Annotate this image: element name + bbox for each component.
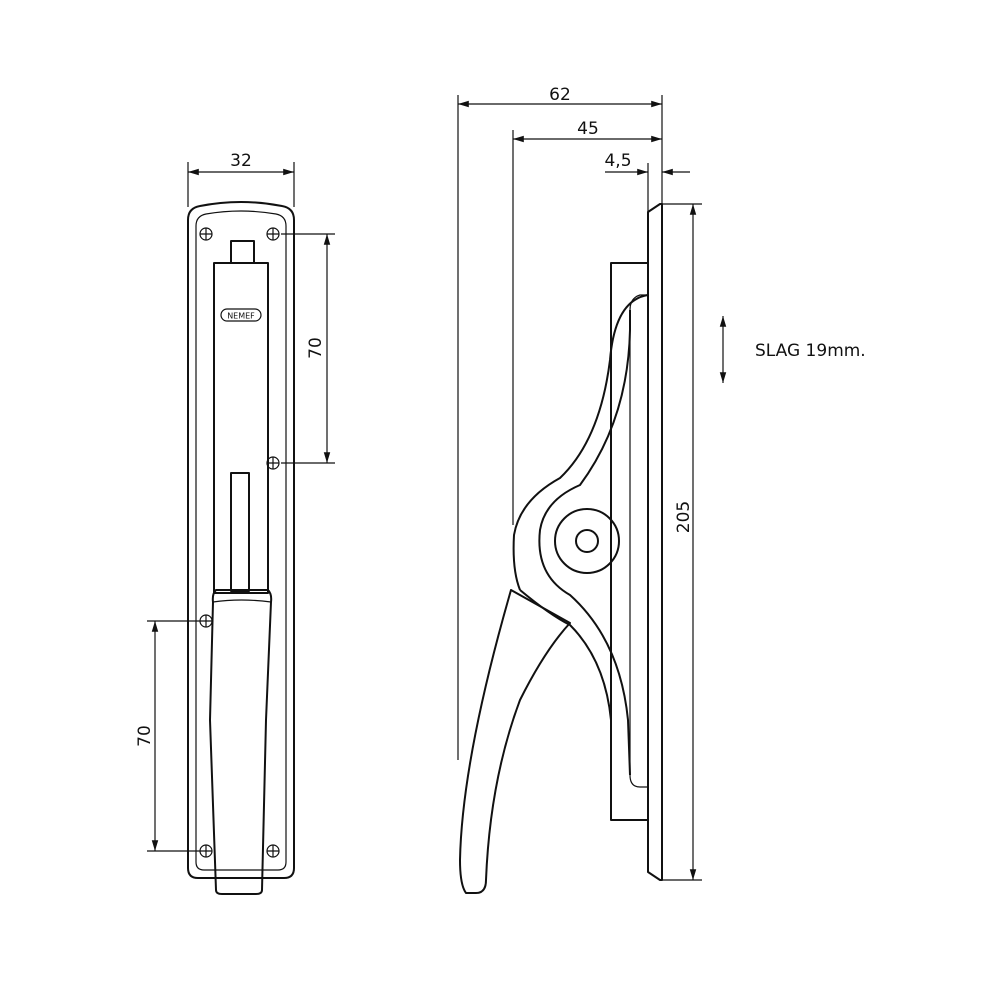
mounting-slot (629, 294, 648, 788)
handle-edge (212, 599, 272, 603)
dimension-overall-depth: 62 (457, 85, 663, 760)
dimension-hole-spacing-top: 70 (281, 233, 335, 464)
dimension-label: 70 (135, 725, 155, 747)
screw-hole-icon (199, 614, 213, 628)
stroke-label: SLAG 19mm. (755, 341, 866, 361)
back-plate (647, 203, 663, 881)
handle-side (459, 589, 571, 894)
bolt-top-block (230, 240, 255, 264)
screw-hole-icon (199, 227, 213, 241)
screw-hole-icon (199, 844, 213, 858)
dimension-width: 32 (187, 151, 295, 207)
pivot-boss (554, 508, 620, 574)
logo-text: NEMEF (227, 312, 255, 321)
dimension-label: 45 (577, 119, 599, 139)
mounting-plate (610, 262, 649, 821)
dimension-plate-thickness: 4,5 (604, 151, 690, 212)
dimension-label: 4,5 (604, 151, 631, 171)
lever-arm-outer (512, 294, 649, 591)
dimension-label: 62 (549, 85, 571, 105)
lever-arm-lower (519, 589, 612, 820)
front-view: NEMEF 32 70 70 (135, 151, 335, 895)
screw-hole-icon (266, 844, 280, 858)
lever-arm-inner (538, 310, 631, 776)
bolt-slot (230, 472, 250, 592)
dimension-height: 205 (662, 203, 702, 881)
screw-hole-icon (266, 227, 280, 241)
dimension-hole-spacing-bottom: 70 (135, 620, 200, 852)
dimension-label: 32 (230, 151, 252, 171)
dimension-handle-depth: 45 (512, 119, 662, 525)
dimension-label: 205 (674, 501, 694, 533)
side-view: 62 45 4,5 205 SLAG 19mm. (457, 85, 866, 894)
base-plate-outline (187, 201, 295, 879)
logo-nemef: NEMEF (220, 308, 262, 322)
housing-body (213, 262, 269, 594)
base-plate-inner-outline (195, 210, 287, 871)
stroke-indicator: SLAG 19mm. (719, 316, 866, 383)
dimension-label: 70 (306, 337, 326, 359)
handle-front (209, 589, 273, 895)
pivot-pin (575, 529, 599, 553)
